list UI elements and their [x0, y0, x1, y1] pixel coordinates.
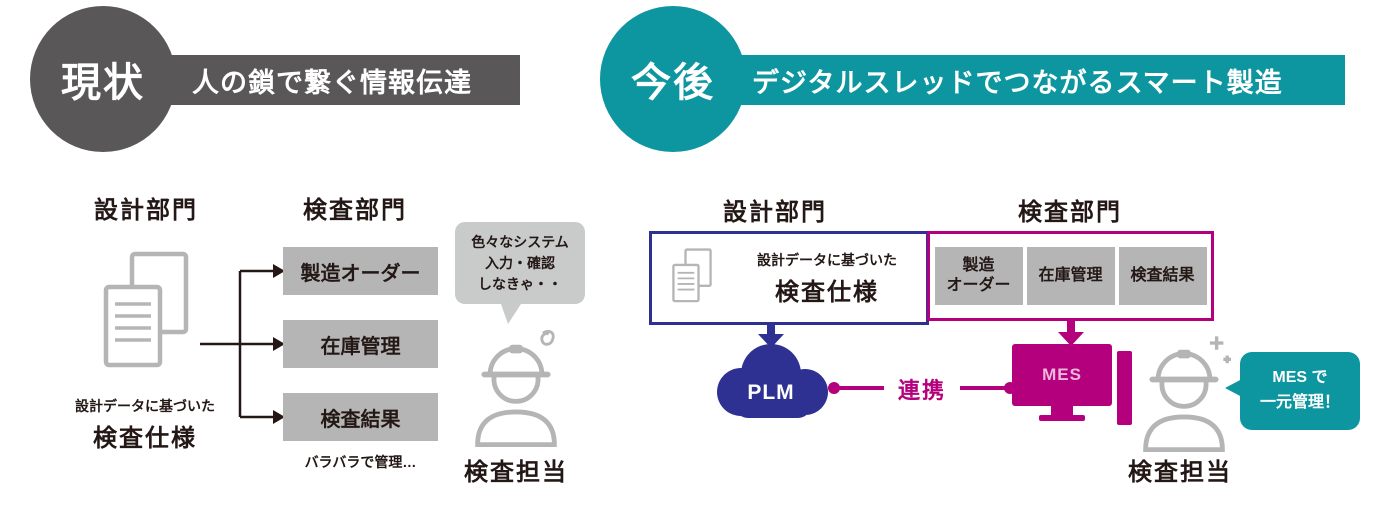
current-spec-title: 検査仕様 — [93, 425, 197, 452]
system-box-inspection-result: 検査結果 — [283, 393, 438, 441]
current-banner-title: 人の鎖で繋ぐ情報伝達 — [192, 67, 472, 98]
future-worker-label: 検査担当 — [1128, 459, 1232, 486]
speech-bubble-tail-left — [1225, 379, 1242, 397]
cloud-icon — [717, 344, 828, 418]
system-box-inspection-result-future: 検査結果 — [1118, 247, 1207, 305]
current-spec-note: 設計データに基づいた — [75, 398, 215, 414]
monitor-base — [1039, 415, 1085, 421]
future-speech-bubble-text: MES で 一元管理！ — [1259, 369, 1340, 411]
worker-icon-confused — [475, 329, 557, 447]
current-inspection-dept-label: 検査部門 — [303, 197, 407, 224]
future-badge-label: 今後 — [631, 61, 715, 105]
pc-tower-icon — [1117, 351, 1132, 425]
system-box-manufacturing-order: 製造オーダー — [283, 247, 438, 295]
down-arrow-magenta-icon — [1058, 320, 1084, 346]
future-banner-title: デジタルスレッドでつながるスマート製造 — [752, 67, 1283, 98]
plm-label: PLM — [747, 381, 795, 404]
future-design-data-box: 設計データに基づいた 検査仕様 — [649, 231, 929, 325]
mes-screen: MES — [1012, 344, 1112, 406]
system-box-inventory: 在庫管理 — [283, 320, 438, 368]
current-boxes-note: バラバラで管理… — [304, 454, 417, 470]
current-spec-caption: 設計データに基づいた 検査仕様 — [53, 396, 237, 453]
current-design-dept-label: 設計部門 — [94, 197, 198, 224]
mes-label: MES — [1042, 365, 1082, 384]
document-icon — [103, 251, 189, 368]
monitor-stand — [1051, 406, 1073, 415]
current-speech-bubble-text: 色々なシステム 入力・確認 しなきゃ・・ — [471, 233, 569, 292]
future-spec-title: 検査仕様 — [775, 278, 879, 306]
current-speech-bubble: 色々なシステム 入力・確認 しなきゃ・・ — [455, 222, 585, 324]
current-worker-label: 検査担当 — [464, 459, 568, 486]
future-inspection-dept-label: 検査部門 — [1018, 199, 1122, 226]
future-spec-note: 設計データに基づいた — [757, 251, 897, 268]
plm-cloud: PLM — [705, 340, 837, 422]
worker-icon-happy — [1143, 336, 1232, 452]
future-speech-bubble: MES で 一元管理！ — [1225, 352, 1360, 430]
current-system-boxes: 製造オーダー 在庫管理 検査結果 — [283, 247, 438, 441]
link-label: 連携 — [884, 372, 960, 406]
speech-bubble-tail — [501, 304, 521, 324]
system-box-inventory-future: 在庫管理 — [1026, 247, 1115, 305]
sparkle-icon — [1209, 336, 1232, 364]
down-arrow-blue-icon — [758, 322, 784, 348]
current-badge-label: 現状 — [61, 61, 145, 105]
future-spec-caption: 設計データに基づいた 検査仕様 — [734, 234, 920, 322]
future-banner: デジタルスレッドでつながるスマート製造 — [674, 55, 1345, 105]
document-icon-small — [672, 248, 712, 303]
mes-monitor: MES — [1012, 344, 1134, 432]
branch-arrows-icon — [200, 264, 285, 424]
system-box-manufacturing-order-future: 製造 オーダー — [934, 247, 1023, 305]
future-design-dept-label: 設計部門 — [723, 199, 827, 226]
current-badge: 現状 — [30, 6, 176, 152]
future-mes-source-box: 製造 オーダー 在庫管理 検査結果 — [927, 231, 1214, 321]
future-badge: 今後 — [600, 6, 746, 152]
